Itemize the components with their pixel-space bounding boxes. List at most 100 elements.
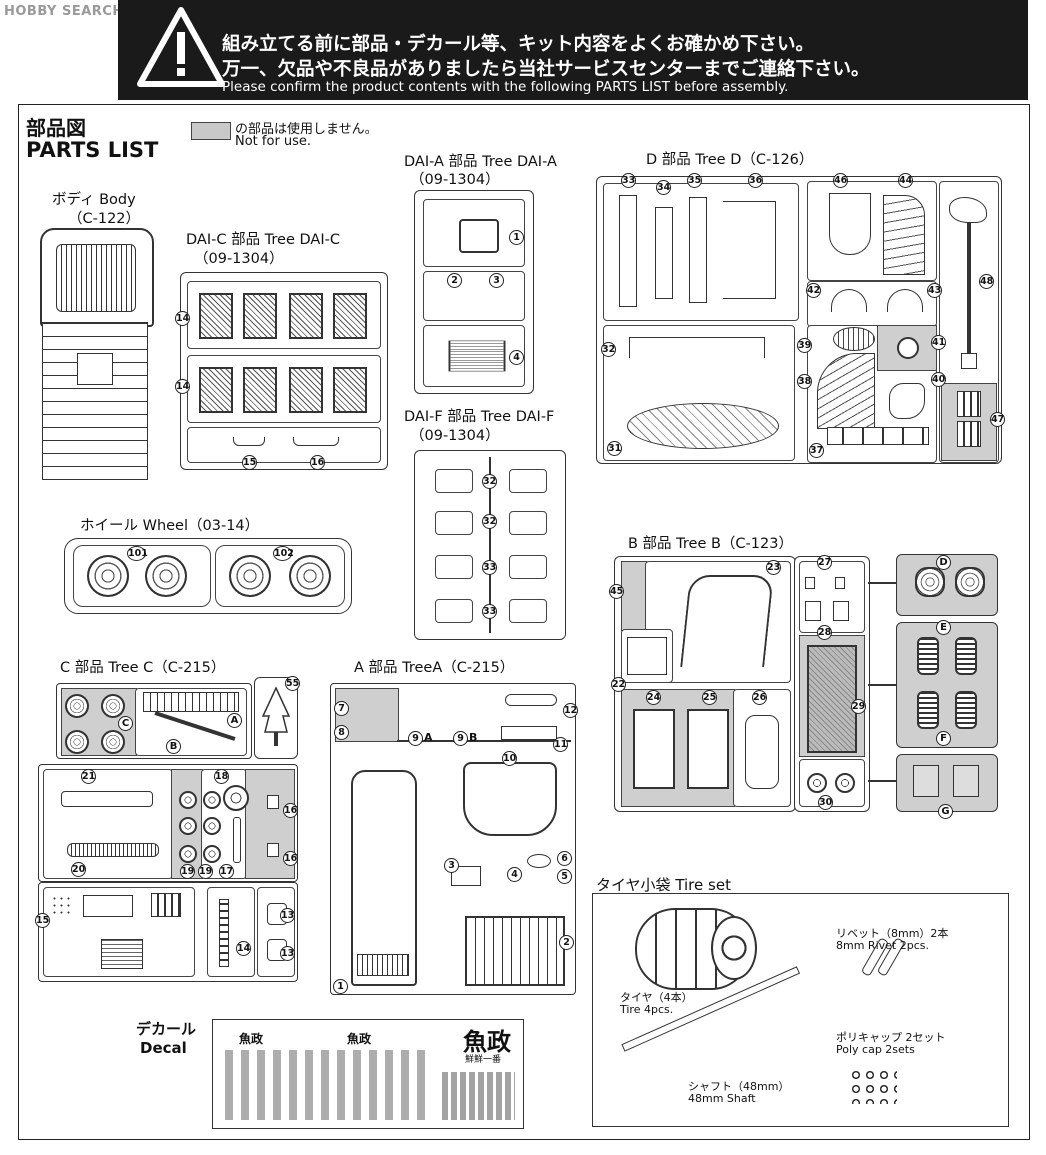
rivet-label-jp: リベット（8mm）2本: [836, 927, 949, 940]
shaft-label-en: 48mm Shaft: [688, 1092, 756, 1105]
part-number: 25: [702, 690, 717, 705]
part-number: 10: [502, 751, 517, 766]
tree-d-label: D 部品 Tree D（C-126）: [646, 152, 814, 168]
not-for-use-note-en: Not for use.: [235, 134, 312, 149]
part-number: 43: [927, 283, 942, 298]
body-label: ボディ Body: [52, 192, 136, 208]
tree-b-ef: [896, 622, 998, 748]
part-number: 9: [408, 731, 423, 746]
tree-daic-code: （09-1304）: [194, 251, 284, 267]
tire-label-en: Tire 4pcs.: [620, 1003, 674, 1016]
tire-label-jp: タイヤ（4本）: [620, 991, 693, 1004]
part-number: 34: [656, 180, 671, 195]
part-number: 46: [833, 173, 848, 188]
part-number: 28: [817, 625, 832, 640]
part-number: 17: [219, 864, 234, 879]
part-number: 45: [609, 584, 624, 599]
part-number: 48: [979, 274, 994, 289]
rivet-label-en: 8mm Rivet 2pcs.: [836, 939, 929, 952]
part-number: 55: [285, 676, 300, 691]
part-number: 2: [447, 273, 462, 288]
part-number: 33: [482, 604, 497, 619]
tire-set-title: タイヤ小袋 Tire set: [596, 876, 731, 894]
part-number: 42: [806, 283, 821, 298]
part-number: 4: [509, 350, 524, 365]
part-number: 3: [489, 273, 504, 288]
part-number: 16: [283, 803, 298, 818]
tree-wheel-label: ホイール Wheel（03-14）: [80, 518, 260, 534]
body-bed-part: [42, 322, 148, 480]
body-cab-part: [40, 228, 154, 327]
tree-c-label: C 部品 Tree C（C-215）: [60, 660, 226, 676]
part-sublabel: A: [424, 731, 433, 744]
part-number: 16: [310, 455, 325, 470]
part-number: 14: [175, 379, 190, 394]
tree-a-label: A 部品 TreeA（C-215）: [354, 660, 515, 676]
tree-daia-code: （09-1304）: [410, 172, 500, 188]
body-code: （C-122）: [68, 211, 141, 227]
frame-line: [1029, 104, 1030, 1140]
decal-brand: 魚政: [463, 1027, 511, 1056]
tree-b-side: [794, 556, 870, 812]
tree-daia-label: DAI-A 部品 Tree DAI-A: [404, 154, 557, 170]
warning-icon: [137, 7, 225, 87]
part-number: 36: [748, 173, 763, 188]
part-number: 31: [607, 441, 622, 456]
part-number: 22: [611, 677, 626, 692]
not-for-use-note-jp: の部品は使用しません。: [235, 122, 378, 137]
warning-text-en: Please confirm the product contents with…: [222, 79, 789, 95]
part-number: 4: [507, 867, 522, 882]
tree-c-top: [56, 683, 252, 759]
tree-daif-label: DAI-F 部品 Tree DAI-F: [404, 409, 555, 425]
decal-mark: 魚政: [347, 1032, 372, 1046]
part-number: 21: [81, 769, 96, 784]
part-number: 37: [809, 443, 824, 458]
part-number: 40: [931, 372, 946, 387]
tree-b-label: B 部品 Tree B（C-123）: [628, 536, 793, 552]
warning-text-2: 万一、欠品や不良品がありましたら当社サービスセンターまでご連絡下さい。: [222, 59, 870, 80]
polycap-label-en: Poly cap 2sets: [836, 1043, 915, 1056]
part-number: 33: [482, 560, 497, 575]
part-number: 15: [242, 455, 257, 470]
part-number: 18: [214, 769, 229, 784]
part-number: 16: [283, 851, 298, 866]
part-number: 1: [509, 230, 524, 245]
not-for-use-swatch: [191, 122, 231, 140]
frame-line: [18, 1139, 1030, 1140]
tree-b-main: [614, 556, 796, 812]
warning-banner: [118, 0, 1028, 100]
part-number: 27: [817, 555, 832, 570]
tree-letter: C: [118, 716, 133, 731]
part-number: 11: [553, 737, 568, 752]
tire-face: [711, 916, 757, 980]
frame-line: [18, 104, 19, 1140]
part-number: 5: [557, 869, 572, 884]
tree-letter: E: [936, 620, 951, 635]
decal-sheet: 魚政 魚政 魚政 鮮鮮一番: [212, 1019, 524, 1129]
part-number: 6: [557, 851, 572, 866]
part-number: 35: [687, 173, 702, 188]
tree-daic-label: DAI-C 部品 Tree DAI-C: [186, 232, 340, 248]
part-number: 7: [334, 701, 349, 716]
tree-shape-icon: [261, 686, 291, 746]
tree-wheel: [64, 538, 352, 614]
part-number: 32: [601, 342, 616, 357]
polycap-label-jp: ポリキャップ 2セット: [836, 1031, 946, 1044]
part-number: 33: [621, 173, 636, 188]
part-number: 13: [280, 946, 295, 961]
tire-set-box: [592, 893, 1009, 1127]
part-number: 15: [35, 913, 50, 928]
part-number: 8: [334, 725, 349, 740]
tree-letter: A: [227, 713, 242, 728]
runner: [868, 684, 896, 686]
polycap-illustration: [849, 1068, 897, 1104]
tree-letter: B: [166, 739, 181, 754]
decal-label-jp: デカール: [136, 1020, 197, 1038]
part-number: 19: [198, 864, 213, 879]
part-number: 9: [453, 731, 468, 746]
tree-letter: D: [936, 555, 951, 570]
part-number: 44: [898, 173, 913, 188]
page-title-jp: 部品図: [26, 116, 86, 140]
part-number: 29: [851, 699, 866, 714]
part-number: 23: [766, 560, 781, 575]
